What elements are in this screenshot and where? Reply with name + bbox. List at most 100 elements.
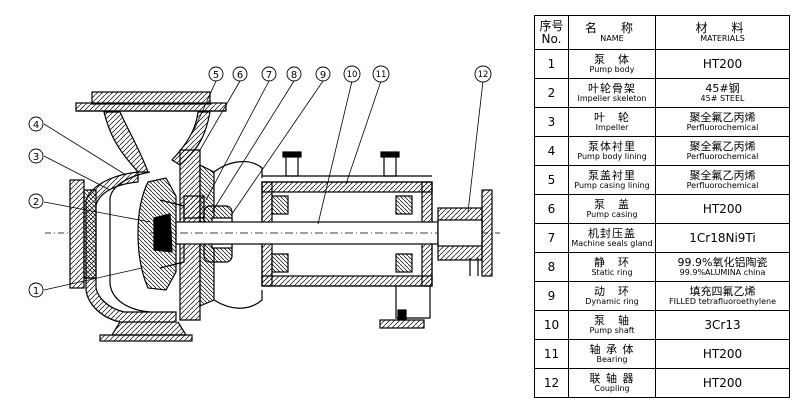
part-number-cell: 9 bbox=[534, 281, 569, 311]
header-materials: 材 料 MATERIALS bbox=[655, 15, 790, 50]
callout-12: 12 bbox=[474, 65, 492, 83]
material-primary: HT200 bbox=[702, 375, 743, 390]
part-name-zh: 轴 承 体 bbox=[589, 343, 635, 357]
material-secondary: Perfluorochemical bbox=[686, 122, 759, 132]
callout-4: 4 bbox=[28, 116, 44, 132]
material-primary: HT200 bbox=[702, 201, 743, 216]
part-number-cell: 8 bbox=[534, 252, 569, 282]
material-primary: 3Cr13 bbox=[704, 317, 741, 332]
part-number-cell: 5 bbox=[534, 165, 569, 195]
svg-text:6: 6 bbox=[237, 70, 243, 81]
callout-labels: 1 2 3 4 5 6 7 8 bbox=[28, 65, 492, 298]
part-name-en: Bearing bbox=[596, 354, 628, 364]
svg-text:12: 12 bbox=[478, 70, 489, 80]
material-primary: 99.9%氧化铝陶瓷 bbox=[677, 256, 768, 270]
material-primary: HT200 bbox=[702, 56, 743, 71]
header-name: 名 称 NAME bbox=[568, 15, 656, 50]
material-secondary: Perfluorochemical bbox=[686, 180, 759, 190]
material-cell: 1Cr18Ni9Ti bbox=[655, 223, 790, 253]
material-secondary: 99.9%ALUMINA china bbox=[679, 267, 766, 277]
part-name-zh: 叶 轮 bbox=[594, 111, 630, 125]
part-name-en: Static ring bbox=[591, 267, 633, 277]
part-name-en: Impeller skeleton bbox=[577, 93, 647, 103]
coupling bbox=[437, 189, 493, 277]
callout-10: 10 bbox=[343, 65, 361, 83]
impeller bbox=[137, 177, 185, 291]
callout-9: 9 bbox=[315, 66, 331, 82]
svg-text:8: 8 bbox=[291, 70, 297, 81]
material-primary: 聚全氟乙丙烯 bbox=[689, 140, 756, 154]
part-name-en: Pump casing lining bbox=[574, 180, 650, 190]
svg-text:5: 5 bbox=[213, 70, 219, 81]
leader-lines bbox=[43, 80, 484, 291]
bracket bbox=[213, 161, 263, 309]
part-number-cell: 1 bbox=[534, 49, 569, 79]
material-secondary: Perfluorochemical bbox=[686, 151, 759, 161]
part-number-cell: 10 bbox=[534, 310, 569, 340]
part-name-zh: 泵 轴 bbox=[594, 314, 630, 328]
part-name-zh: 静 环 bbox=[594, 256, 630, 270]
part-name-zh: 叶轮骨架 bbox=[588, 82, 636, 96]
callout-7: 7 bbox=[261, 66, 277, 82]
part-name-zh: 机封压盖 bbox=[588, 227, 636, 241]
svg-text:4: 4 bbox=[33, 120, 39, 131]
part-name-en: Dynamic ring bbox=[585, 296, 639, 306]
material-cell: HT200 bbox=[655, 339, 790, 369]
svg-text:10: 10 bbox=[347, 70, 358, 80]
part-number-cell: 3 bbox=[534, 107, 569, 137]
material-cell: HT200 bbox=[655, 368, 790, 398]
svg-text:2: 2 bbox=[33, 197, 39, 208]
svg-text:3: 3 bbox=[33, 152, 39, 163]
part-name-zh: 动 环 bbox=[594, 285, 630, 299]
part-name-en: Pump body lining bbox=[577, 151, 647, 161]
material-secondary: 45# STEEL bbox=[700, 93, 745, 103]
header-no: 序号 No. bbox=[534, 15, 569, 50]
material-primary: 聚全氟乙丙烯 bbox=[689, 111, 756, 125]
svg-text:1: 1 bbox=[33, 286, 39, 297]
material-cell: 3Cr13 bbox=[655, 310, 790, 340]
material-primary: 聚全氟乙丙烯 bbox=[689, 169, 756, 183]
material-primary: 45#钢 bbox=[705, 82, 740, 96]
callout-8: 8 bbox=[286, 66, 302, 82]
material-primary: HT200 bbox=[702, 346, 743, 361]
callout-1: 1 bbox=[28, 282, 44, 298]
part-number-cell: 12 bbox=[534, 368, 569, 398]
part-number-cell: 2 bbox=[534, 78, 569, 108]
part-number-cell: 6 bbox=[534, 194, 569, 224]
material-cell: HT200 bbox=[655, 49, 790, 79]
svg-text:11: 11 bbox=[376, 70, 387, 80]
discharge-flange bbox=[75, 91, 227, 112]
material-cell: HT200 bbox=[655, 194, 790, 224]
material-primary: 1Cr18Ni9Ti bbox=[689, 230, 756, 245]
suction-flange bbox=[45, 179, 97, 289]
part-name-en: Pump casing bbox=[586, 209, 638, 219]
pump-cross-section-drawing: 1 2 3 4 5 6 7 8 bbox=[28, 65, 500, 342]
svg-text:9: 9 bbox=[320, 70, 326, 81]
part-name-en: Pump body bbox=[589, 64, 635, 74]
part-number-cell: 4 bbox=[534, 136, 569, 166]
